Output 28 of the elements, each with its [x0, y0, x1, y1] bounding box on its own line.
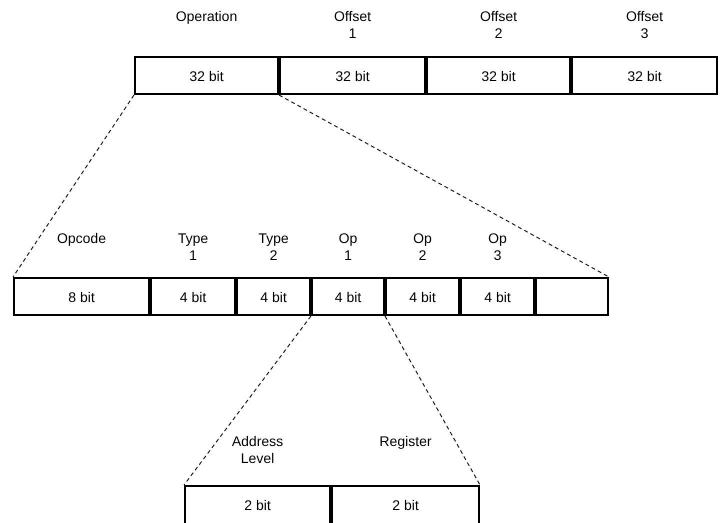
- bit-field-cell: 4 bit: [385, 277, 460, 316]
- bit-field-cell: 32 bit: [279, 56, 426, 95]
- bit-field-cell: 8 bit: [13, 277, 150, 316]
- bit-field-cell: 2 bit: [184, 485, 331, 523]
- bit-field-cell: 32 bit: [134, 56, 279, 95]
- expansion-line: [12, 94, 134, 278]
- field-label: Operation: [174, 8, 238, 25]
- field-label: Type 2: [257, 230, 290, 264]
- bit-field-cell: 4 bit: [236, 277, 311, 316]
- bit-field-cell: 4 bit: [311, 277, 385, 316]
- field-label: Opcode: [56, 230, 108, 247]
- field-label: Op 3: [487, 230, 508, 264]
- field-label: Op 1: [338, 230, 358, 264]
- bit-field-cell: 32 bit: [426, 56, 571, 95]
- bit-field-cell: 4 bit: [150, 277, 236, 316]
- field-label: Offset 1: [332, 8, 372, 42]
- field-label: Op 2: [412, 230, 433, 264]
- field-label: Address Level: [230, 433, 284, 467]
- expansion-line: [184, 316, 312, 486]
- field-label: Type 1: [176, 230, 210, 264]
- bit-field-cell: 2 bit: [331, 485, 480, 523]
- field-label: Offset 3: [624, 8, 664, 42]
- bit-field-cell: 32 bit: [571, 56, 718, 95]
- bit-field-cell: 4 bit: [460, 277, 535, 316]
- expansion-line: [278, 94, 610, 278]
- expansion-line: [384, 316, 480, 486]
- field-label: Offset 2: [478, 8, 518, 42]
- field-label: Register: [378, 433, 433, 450]
